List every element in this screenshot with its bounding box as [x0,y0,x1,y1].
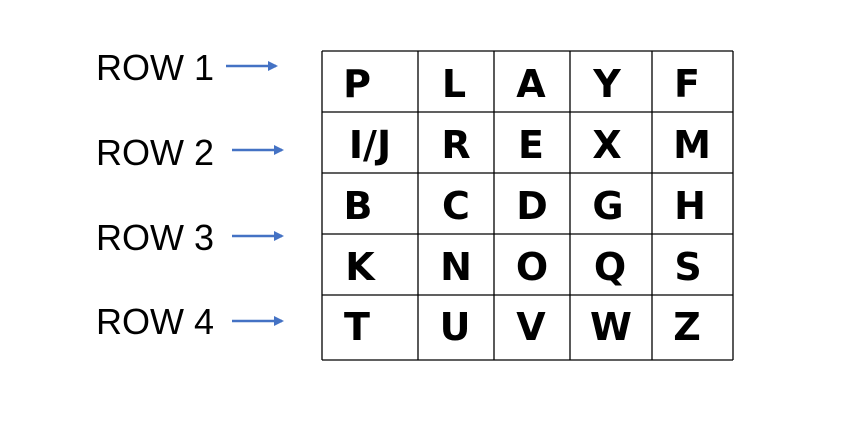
cipher-grid-lines [321,50,734,361]
grid-cell: T [344,305,370,349]
grid-cell: F [674,62,700,106]
row-label-1: ROW 1 [96,47,214,88]
row-arrows [226,61,284,326]
grid-cell: V [516,305,546,349]
grid-cell: O [516,245,548,289]
row-label-3: ROW 3 [96,217,214,258]
grid-cell: R [441,123,470,167]
row-label-4: ROW 4 [96,301,214,342]
grid-cell: K [345,245,376,289]
grid-cell: L [442,62,466,106]
grid-cell: D [516,184,548,228]
grid-cell: X [592,123,621,167]
grid-cell: Z [673,305,701,349]
row-label-2: ROW 2 [96,132,214,173]
grid-cell: B [344,184,373,228]
grid-cell: Q [594,245,626,289]
grid-cell: H [674,184,706,228]
grid-cell: A [516,62,546,106]
grid-cell: C [442,184,470,228]
grid-cell: I/J [349,123,391,167]
grid-cell: U [440,305,471,349]
grid-cell: N [440,245,472,289]
row-labels: ROW 1 ROW 2 ROW 3 ROW 4 [96,47,214,342]
grid-cell: E [518,123,544,167]
grid-cell: M [673,123,711,167]
cipher-grid: P L A Y F I/J R E X M B C D G H K N O Q … [343,62,711,349]
grid-cell: P [343,62,371,106]
grid-cell: S [674,245,701,289]
grid-cell: Y [592,62,621,106]
grid-cell: G [592,184,623,228]
grid-cell: W [590,305,632,349]
